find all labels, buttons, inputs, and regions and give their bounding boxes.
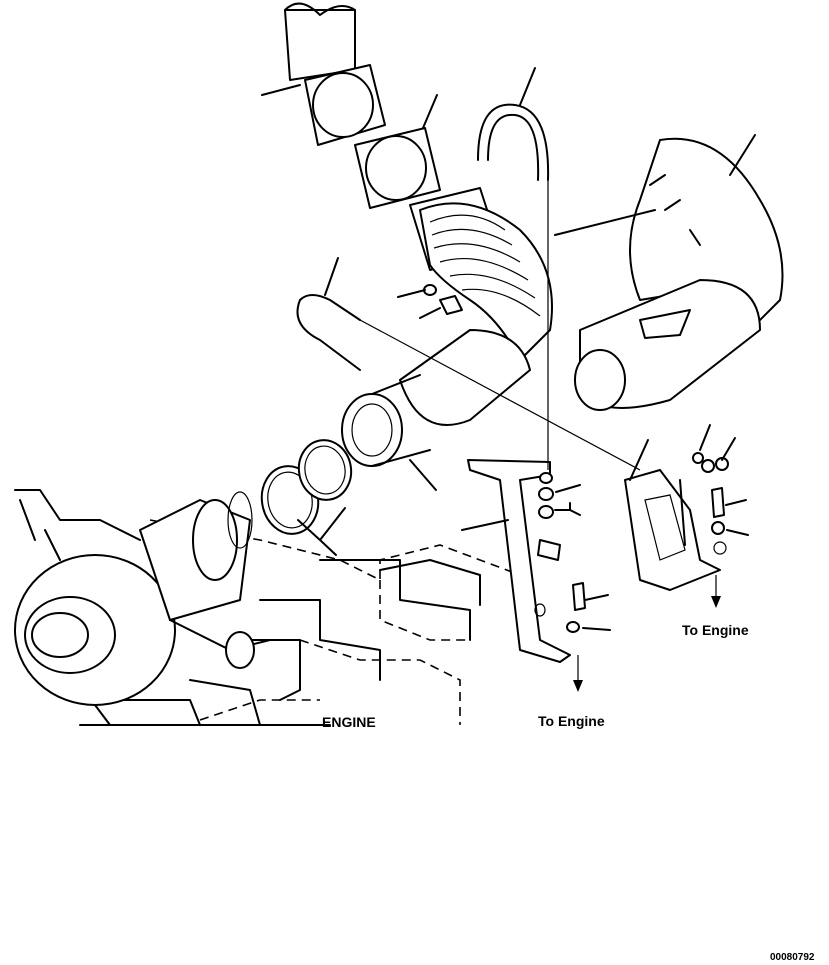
arrow-to-engine-left <box>573 655 583 692</box>
bellows-hose <box>341 187 553 467</box>
to-engine-label-right: To Engine <box>682 622 749 638</box>
band-clamp-left <box>296 294 361 371</box>
callout-leaders <box>261 67 756 631</box>
engine-label: ENGINE <box>322 714 376 730</box>
flange-gasket-lower <box>354 127 441 209</box>
figure-number: 00080792 <box>770 952 815 963</box>
turbocharger <box>14 489 271 726</box>
support-bracket-right <box>624 469 727 591</box>
to-engine-label-left: To Engine <box>538 713 605 729</box>
support-bracket-left <box>467 459 571 663</box>
upper-inlet-duct <box>284 2 356 81</box>
engine-block <box>79 519 521 726</box>
o-ring-pair <box>260 439 353 535</box>
u-clamp-upper <box>477 103 550 181</box>
insulated-elbow-pipe <box>574 137 784 411</box>
flange-gasket-upper <box>304 64 386 146</box>
bolts-and-washers <box>423 284 729 633</box>
arrow-to-engine-right <box>711 575 721 608</box>
